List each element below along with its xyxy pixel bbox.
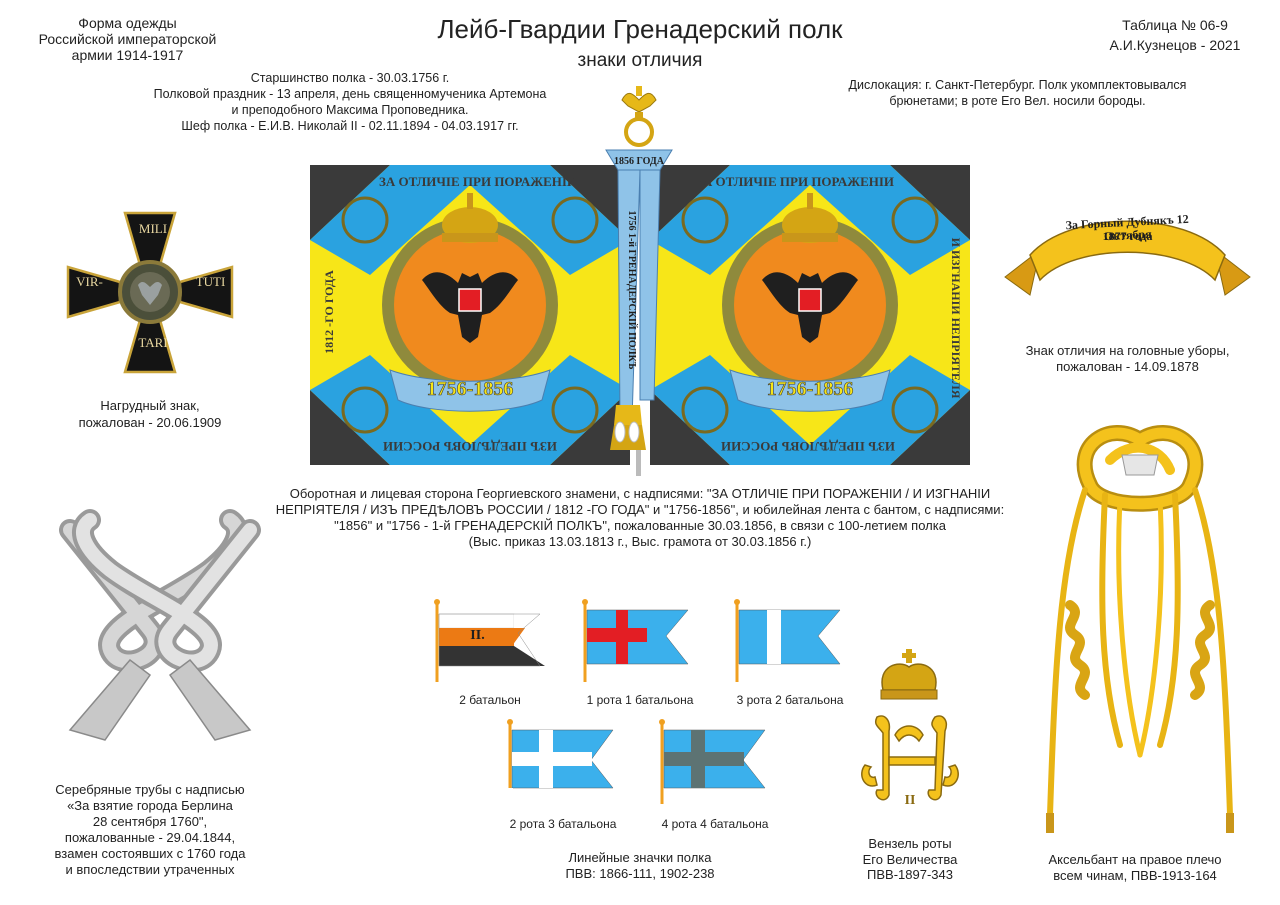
flag-label-company-4-4: 4 рота 4 батальона bbox=[661, 817, 769, 831]
streamer-top-text: 1856 ГОДА bbox=[614, 156, 665, 167]
regiment-history: Старшинство полка - 30.03.1756 г. Полков… bbox=[153, 71, 547, 133]
line-flags-caption: Линейные значки полка ПВВ: 1866-111, 190… bbox=[565, 850, 715, 881]
trumpets-caption: Серебряные трубы с надписью «За взятие г… bbox=[54, 782, 246, 877]
page-subtitle: знаки отличия bbox=[577, 50, 703, 71]
badge-text-bottom: TARI bbox=[138, 335, 168, 350]
headgear-caption: Знак отличия на головные уборы, пожалова… bbox=[1025, 343, 1230, 374]
banner-ribbon-dates-right: 1756-1856 bbox=[767, 378, 854, 400]
banner-finial bbox=[621, 86, 657, 147]
jubilee-streamer bbox=[605, 149, 673, 450]
flag-company-2-3 bbox=[507, 719, 614, 804]
banner-caption: Оборотная и лицевая сторона Георгиевског… bbox=[275, 486, 1005, 549]
breast-badge bbox=[66, 211, 234, 374]
banner-staff bbox=[636, 440, 641, 476]
aiguillette-caption: Аксельбант на правое плечо всем чинам, П… bbox=[1048, 852, 1222, 883]
headgear-ribbon-line2: 1877 года bbox=[1102, 229, 1153, 243]
aiguillette bbox=[1046, 424, 1234, 833]
badge-text-right: TUTI bbox=[195, 274, 226, 289]
banner-top-inscription-left: ЗА ОТЛИЧІЕ ПРИ ПОРАЖЕНІИ bbox=[379, 174, 577, 189]
banner-bottom-inscription-right: ИЗЪ ПРЕДѢЛОВЪ РОССИИ bbox=[721, 439, 895, 454]
silver-trumpets bbox=[59, 509, 261, 741]
georgievsky-banner: ЗА ОТЛИЧІЕ ПРИ ПОРАЖЕНІИ ЗА ОТЛИЧІЕ ПРИ … bbox=[308, 86, 972, 476]
company-monogram bbox=[861, 649, 959, 801]
flag-company-4-4 bbox=[659, 719, 766, 804]
banner-front-side bbox=[648, 163, 972, 467]
badge-text-left: VIR- bbox=[76, 274, 103, 289]
breast-badge-caption: Нагрудный знак, пожалован - 20.06.1909 bbox=[78, 398, 222, 430]
flag-label-battalion-2: 2 батальон bbox=[459, 693, 521, 707]
banner-ribbon-dates-left: 1756-1856 bbox=[427, 378, 514, 400]
flag-company-3-2 bbox=[734, 599, 841, 682]
streamer-text: 1756 1-й ГРЕНАДЕРСКІЙ ПОЛКЪ bbox=[626, 210, 638, 369]
flag-battalion-2 bbox=[434, 599, 545, 682]
uniform-series-label: Форма одежды Российской императорской ар… bbox=[38, 15, 217, 63]
banner-bottom-inscription-left: ИЗЪ ПРЕДѢЛОВЪ РОССИИ bbox=[383, 439, 557, 454]
headgear-ribbon bbox=[1004, 220, 1251, 296]
banner-back-side bbox=[308, 163, 632, 467]
flag-battalion-2-roman: II. bbox=[470, 628, 485, 643]
banner-left-inscription: 1812 -ГО ГОДА bbox=[322, 270, 336, 354]
banner-top-inscription-right: ЗА ОТЛИЧІЕ ПРИ ПОРАЖЕНІИ bbox=[696, 174, 894, 189]
flag-company-1-1 bbox=[582, 599, 689, 682]
monogram-caption: Вензель роты Его Величества ПВВ-1897-343 bbox=[862, 836, 958, 882]
table-number-label: Таблица № 06-9 А.И.Кузнецов - 2021 bbox=[1109, 17, 1241, 53]
page-title: Лейб-Гвардии Гренадерский полк bbox=[437, 14, 843, 44]
dislocation-note: Дислокация: г. Санкт-Петербург. Полк уко… bbox=[848, 78, 1187, 108]
flag-label-company-2-3: 2 рота 3 батальона bbox=[509, 817, 617, 831]
banner-right-inscription: И ИЗГНАНІИ НЕПРІЯТЕЛЯ bbox=[949, 238, 963, 399]
monogram-numeral: II bbox=[904, 793, 916, 808]
flag-label-company-1-1: 1 рота 1 батальона bbox=[586, 693, 694, 707]
badge-text-top: MILI bbox=[138, 221, 168, 236]
flag-label-company-3-2: 3 рота 2 батальона bbox=[736, 693, 844, 707]
